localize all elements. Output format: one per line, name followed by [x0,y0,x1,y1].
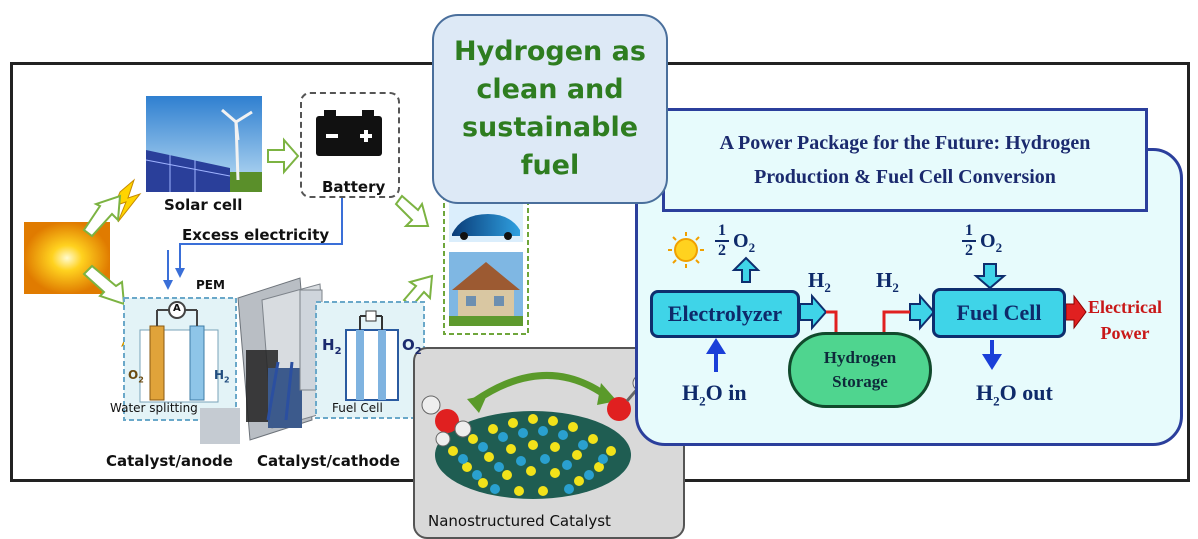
arrow-sun-to-electrolysis [82,264,126,306]
pem-label: PEM [196,278,225,292]
hydrogen-storage: Hydrogen Storage [788,332,932,408]
battery-box [300,92,400,198]
nanostructured-catalyst-label: Nanostructured Catalyst [428,512,611,530]
solar-cell-label: Solar cell [164,196,243,214]
fuelcell-o2-label: O2 [402,336,422,357]
storage-line2: Storage [832,372,888,391]
catalyst-anode-label: Catalyst/anode [106,452,233,470]
arrow-battery-to-uses [394,194,430,227]
h2-out-arrow [799,293,828,331]
fuel-cell-image [315,301,425,419]
o2-down-arrow [973,263,1007,290]
arrow-solar-to-battery [267,137,300,175]
half-fraction-left: 1 2 [715,222,729,260]
power-package-title-line1: A Power Package for the Future: Hydrogen [719,132,1091,154]
excess-electricity-line [179,198,343,270]
catalyst-cathode-label: Catalyst/cathode [257,452,400,470]
o2-label: O2 [128,368,144,385]
fuel-cell-box: Fuel Cell [932,288,1066,338]
electrolyzer-box: Electrolyzer [650,290,800,338]
water-splitting-label: Water splitting [110,401,198,415]
o2-label-left: O2 [733,230,756,255]
h2o-in-label: H2O in [682,380,747,409]
h2o-out-label: H2O out [976,380,1053,409]
h2-label: H2 [214,368,230,385]
water-splitting-cell [123,297,237,421]
arrow-sun-to-solar [82,194,122,238]
main-title-bubble: Hydrogen as clean and sustainable fuel [432,14,668,204]
power-package-title-line2: Production & Fuel Cell Conversion [754,166,1056,188]
fuel-cell-small-label: Fuel Cell [332,401,383,415]
line-storage-to-fuelcell [882,310,910,336]
line-electrolyzer-to-storage [826,310,838,336]
battery-icon [316,110,382,156]
h2-label-left: H2 [808,268,831,296]
power-out-arrow [1065,294,1087,330]
h2-in-arrow [909,293,936,331]
power-package-title: A Power Package for the Future: Hydrogen… [662,108,1148,212]
o2-up-arrow [731,256,761,283]
excess-electricity-label: Excess electricity [182,226,330,244]
main-title: Hydrogen as clean and sustainable fuel [454,36,646,181]
h2-label-right: H2 [876,268,899,296]
battery-label: Battery [322,178,386,196]
electrical-power-label: Electrical Power [1088,297,1162,343]
ammeter-label: A [173,303,181,314]
catalyst-overlay [421,371,667,499]
storage-line1: Hydrogen [823,348,897,367]
small-sun-icon [668,232,704,268]
o2-label-right: O2 [980,230,1003,255]
half-fraction-right: 1 2 [962,222,976,260]
solar-cell-image [145,96,262,192]
applications-column [443,195,529,335]
fuelcell-h2-label: H2 [322,336,342,357]
